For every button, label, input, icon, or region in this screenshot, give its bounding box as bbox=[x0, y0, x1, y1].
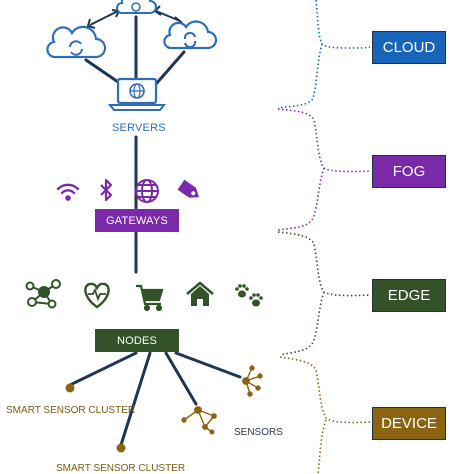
edge-layer-label: EDGE bbox=[372, 279, 446, 312]
smart-sensor-node bbox=[65, 383, 75, 393]
nodes-box: NODES bbox=[95, 329, 179, 352]
gateways-box: GATEWAYS bbox=[95, 209, 179, 232]
smart-sensor-node bbox=[116, 443, 126, 453]
servers-label: SERVERS bbox=[112, 122, 166, 134]
tag-icon bbox=[177, 179, 200, 198]
cloud-layer-brace bbox=[277, 0, 371, 109]
wifi-icon bbox=[56, 183, 80, 201]
home-icon bbox=[186, 281, 214, 306]
smart-sensor-cluster-label: SMART SENSOR CLUSTER bbox=[56, 463, 186, 474]
device-layer-brace bbox=[279, 356, 371, 474]
cloud-layer-label: CLOUD bbox=[372, 31, 446, 64]
heart-pulse-icon bbox=[84, 282, 110, 309]
paw-icon bbox=[235, 284, 263, 307]
smart-sensor-cluster-label: SMART SENSOR CLUSTER bbox=[6, 405, 136, 416]
fog-layer-label: FOG bbox=[372, 155, 446, 188]
bluetooth-icon bbox=[100, 178, 113, 202]
network-nodes-icon bbox=[25, 279, 61, 309]
connector-lines bbox=[68, 15, 242, 447]
cloud-sync-icon bbox=[163, 20, 218, 50]
shopping-cart-icon bbox=[136, 284, 164, 312]
fog-layer-brace bbox=[277, 108, 371, 231]
cloud-sync-icon bbox=[46, 25, 107, 59]
edge-layer-brace bbox=[277, 231, 371, 356]
cloud-sync-icon bbox=[116, 0, 157, 14]
sensor-cluster-icon bbox=[242, 365, 263, 397]
sensors-label: SENSORS bbox=[234, 427, 283, 438]
sensor-cluster-icon bbox=[181, 406, 217, 435]
globe-icon bbox=[135, 179, 159, 203]
device-layer-label: DEVICE bbox=[372, 407, 446, 440]
laptop-globe-icon bbox=[107, 77, 167, 111]
